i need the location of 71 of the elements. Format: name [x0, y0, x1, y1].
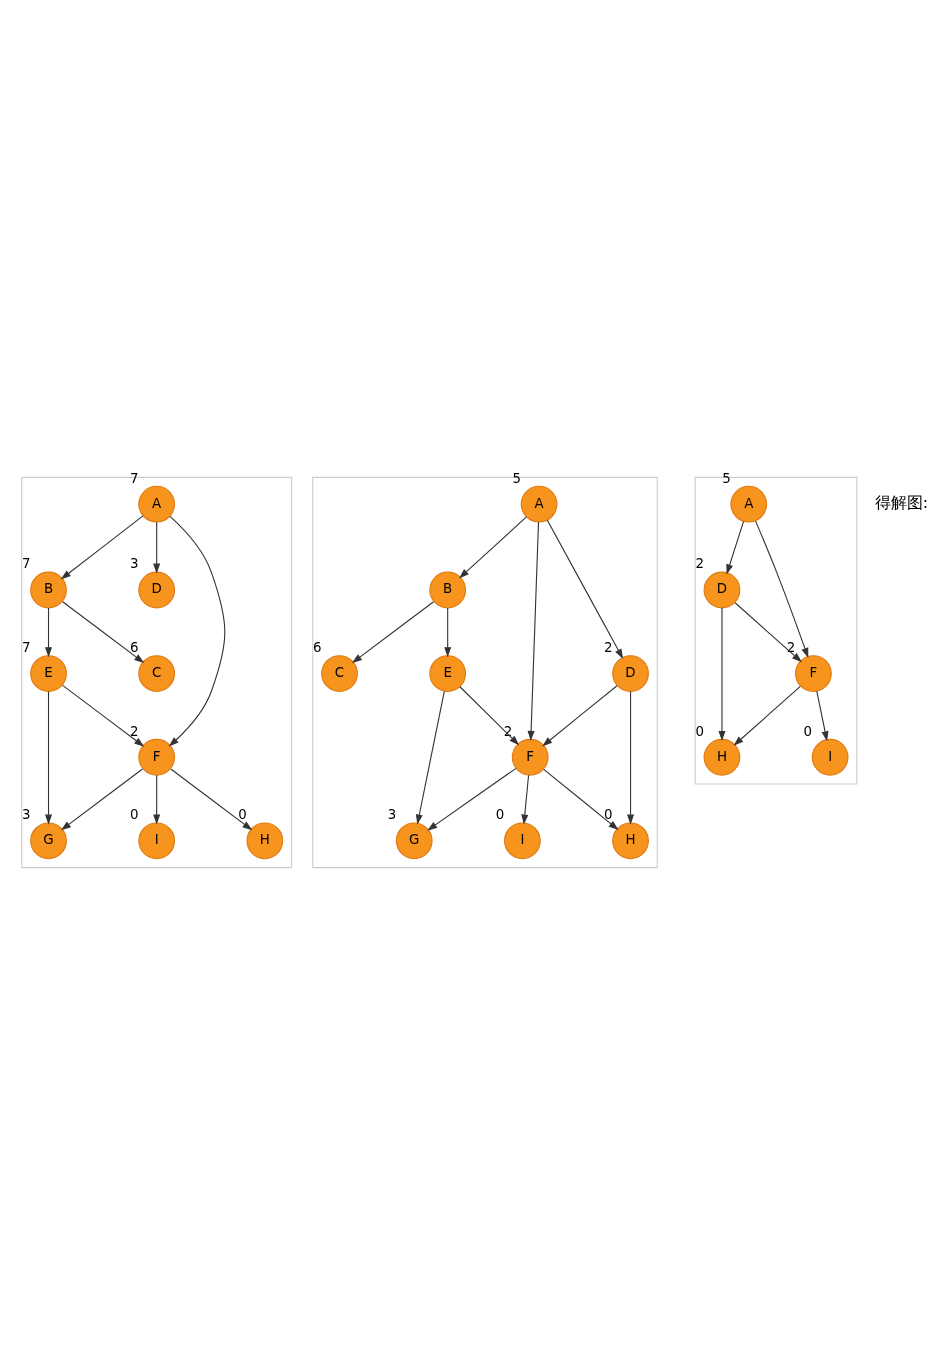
- arrow: [521, 774, 530, 825]
- node-label: 2: [603, 639, 613, 655]
- arrow: [415, 690, 445, 825]
- node-circle: E: [429, 655, 467, 692]
- arrow: [153, 521, 161, 574]
- node-circle: H: [703, 738, 741, 776]
- node-label: 2: [130, 723, 139, 739]
- node-circle: F: [138, 738, 176, 776]
- node-circle: F: [511, 738, 549, 776]
- arrow: [733, 685, 801, 746]
- node-label: 7: [130, 470, 139, 486]
- node-circle: A: [730, 485, 768, 523]
- node-circle: E: [30, 655, 67, 692]
- node-label: 6: [130, 639, 139, 655]
- node-label: 0: [803, 723, 813, 739]
- arrow: [61, 768, 144, 831]
- arrow: [62, 601, 145, 664]
- arrow: [459, 516, 527, 579]
- arrow: [45, 690, 53, 825]
- node-circle: C: [138, 655, 176, 692]
- node-circle: C: [321, 655, 358, 692]
- node-label: 5: [722, 470, 731, 486]
- arrow: [62, 684, 145, 747]
- node-label: 0: [695, 723, 704, 739]
- node-label: 3: [21, 807, 31, 823]
- arrow: [527, 521, 540, 741]
- arrow: [168, 515, 226, 747]
- arrow: [726, 520, 745, 575]
- arrow: [734, 602, 802, 663]
- arrow: [542, 685, 618, 747]
- arrow: [543, 768, 619, 830]
- arrow: [755, 520, 809, 658]
- arrow: [444, 607, 452, 658]
- node-label: 2: [786, 639, 796, 655]
- node-label: 0: [130, 807, 139, 823]
- arrow: [627, 690, 635, 825]
- node-circle: I: [811, 738, 849, 776]
- node-label: 3: [387, 807, 397, 823]
- arrow: [427, 767, 517, 831]
- node-label: 7: [21, 556, 31, 572]
- node-label: 0: [603, 807, 613, 823]
- node-circle: I: [504, 822, 541, 860]
- node-label: 7: [21, 639, 31, 655]
- node-circle: D: [703, 571, 741, 609]
- node-circle: A: [520, 485, 558, 523]
- node-circle: G: [395, 822, 433, 860]
- arrow: [546, 519, 624, 659]
- arrow: [718, 607, 726, 741]
- node-label: 0: [238, 807, 247, 823]
- node-circle: D: [612, 655, 649, 692]
- node-label: 6: [312, 639, 322, 655]
- arrow: [60, 515, 144, 580]
- arrow: [170, 768, 253, 831]
- arrow: [153, 774, 161, 825]
- node-circle: D: [138, 571, 176, 609]
- node-circle: H: [612, 822, 649, 860]
- node-circle: B: [30, 571, 67, 609]
- arrow: [352, 601, 435, 664]
- node-label: 0: [495, 807, 505, 823]
- node-circle: I: [138, 822, 176, 860]
- node-label: 2: [695, 556, 704, 572]
- node-circle: A: [138, 485, 176, 523]
- node-circle: F: [795, 655, 832, 692]
- arrow: [45, 607, 53, 658]
- node-label: 3: [130, 556, 139, 572]
- node-label: 5: [512, 470, 522, 486]
- node-circle: G: [30, 822, 67, 860]
- label: 得解图:: [874, 494, 929, 513]
- arrow: [459, 686, 520, 746]
- node-circle: H: [246, 822, 284, 860]
- arrow: [816, 690, 829, 742]
